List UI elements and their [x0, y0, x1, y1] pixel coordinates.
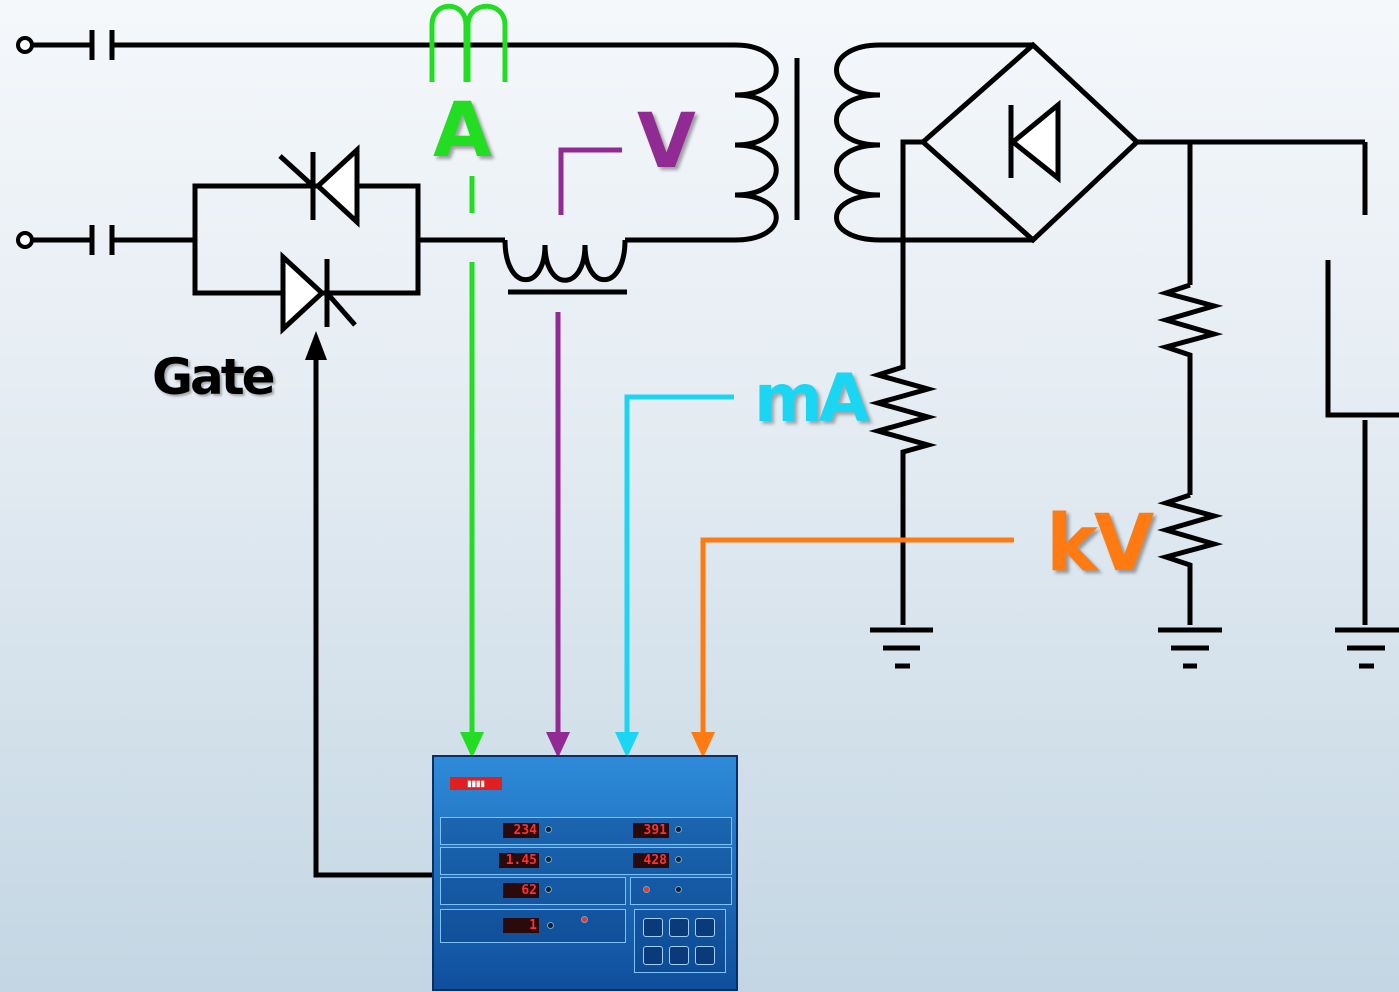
- controller-row: 62: [440, 877, 626, 905]
- display-secondary-voltage: 428: [633, 853, 669, 868]
- milliamp-label: mA: [754, 360, 870, 437]
- ground-icon: [870, 627, 933, 669]
- indicator-light: [545, 826, 552, 833]
- input-terminal-bottom: [16, 231, 90, 249]
- controller-panel: ▮▮▮▮ 234 391 1.45 428 62 1: [432, 755, 738, 991]
- divider-resistor-lower-icon: [1157, 492, 1224, 625]
- controller-button[interactable]: [669, 946, 689, 965]
- ground-icon: [1158, 627, 1222, 669]
- ma-sensor-arrow: [615, 394, 734, 758]
- indicator-light: [545, 886, 552, 893]
- current-label: A: [433, 85, 492, 174]
- controller-button[interactable]: [695, 918, 715, 937]
- controller-button[interactable]: [643, 918, 663, 937]
- controller-logo: ▮▮▮▮: [450, 777, 502, 790]
- controller-row: [630, 877, 732, 905]
- kilovolt-label: kV: [1046, 499, 1154, 589]
- controller-row: 234 391: [440, 817, 732, 845]
- controller-row: 1: [440, 909, 626, 943]
- controller-button-group: [634, 909, 726, 973]
- voltage-sensor-arrow: [546, 147, 622, 758]
- rectifier-bridge-icon: [919, 41, 1141, 244]
- current-sensor-arrow: [429, 3, 508, 758]
- controller-button[interactable]: [643, 946, 663, 965]
- controller-button[interactable]: [695, 946, 715, 965]
- divider-resistor-upper-icon: [1157, 282, 1224, 495]
- transformer-primary-icon: [734, 42, 779, 243]
- scr-pair-icon: [192, 144, 505, 335]
- capacitor-bottom-icon: [89, 225, 115, 255]
- input-terminal-top: [16, 36, 90, 54]
- display-spark-rate: 62: [503, 883, 539, 898]
- controller-header: ▮▮▮▮: [440, 765, 730, 805]
- indicator-light: [581, 916, 588, 923]
- gate-label: Gate: [152, 348, 276, 406]
- indicator-light: [675, 856, 682, 863]
- ma-shunt-resistor-icon: [868, 360, 938, 625]
- indicator-light: [675, 826, 682, 833]
- ground-icon: [1335, 627, 1399, 669]
- indicator-light: [643, 886, 650, 893]
- indicator-light: [675, 886, 682, 893]
- display-primary-voltage: 234: [503, 823, 539, 838]
- capacitor-top-icon: [89, 30, 115, 60]
- display-primary-current: 391: [633, 823, 669, 838]
- transformer-secondary-icon: [834, 42, 881, 243]
- controller-row: 1.45 428: [440, 847, 732, 875]
- series-inductor-icon: [502, 239, 628, 283]
- voltage-label: V: [637, 96, 696, 185]
- indicator-light: [547, 922, 554, 929]
- display-secondary-current: 1.45: [499, 853, 539, 868]
- output-plates-icon: [1325, 142, 1399, 625]
- kv-sensor-arrow: [691, 537, 1014, 758]
- controller-button[interactable]: [669, 918, 689, 937]
- gate-signal-arrow: [305, 331, 432, 878]
- indicator-light: [545, 856, 552, 863]
- display-setting: 1: [503, 918, 539, 933]
